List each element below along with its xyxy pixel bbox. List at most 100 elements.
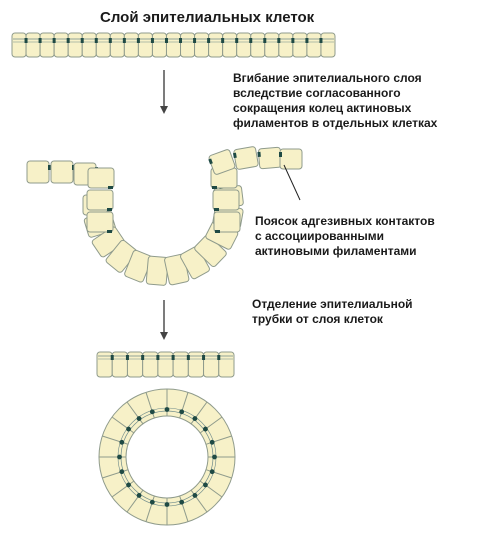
epithelial-tube xyxy=(98,388,236,526)
cell-body xyxy=(86,211,114,233)
epithelial-cell xyxy=(86,189,114,211)
adhesion-junction xyxy=(179,409,185,415)
epithelial-cell xyxy=(279,148,303,170)
adhesion-junction xyxy=(319,38,323,43)
epithelial-cell xyxy=(208,32,224,58)
epithelial-cell xyxy=(87,167,115,189)
adhesion-junction xyxy=(125,355,129,360)
adhesion-junction xyxy=(193,38,197,43)
epithelial-cell xyxy=(222,32,238,58)
flat-epithelial-sheet xyxy=(11,32,336,58)
adhesion-junction xyxy=(136,493,142,498)
epithelial-cell xyxy=(278,32,294,58)
epithelial-cell xyxy=(11,32,27,58)
cell-body xyxy=(212,189,240,211)
cell-body xyxy=(257,146,283,170)
adhesion-junction xyxy=(209,439,215,445)
epithelial-cell xyxy=(218,351,235,378)
epithelial-cell xyxy=(250,32,266,58)
diagram-title: Слой эпителиальных клеток xyxy=(100,9,315,26)
adhesion-junction xyxy=(203,482,208,488)
adhesion-junction xyxy=(108,38,112,43)
cell-body xyxy=(233,146,259,170)
adhesion-junction xyxy=(52,38,56,43)
epithelial-cell xyxy=(208,149,236,175)
adhesion-junction xyxy=(136,38,140,43)
epithelial-cell xyxy=(67,32,83,58)
adhesion-junction xyxy=(164,38,168,43)
adhesion-junction xyxy=(107,208,112,211)
adhesion-junction xyxy=(235,38,239,43)
adhesion-junction xyxy=(80,38,84,43)
adhesion-junction xyxy=(119,469,125,475)
epithelial-cell xyxy=(232,146,259,170)
invagination-caption: Вгибание эпителиального слоя вследствие … xyxy=(233,71,438,130)
epithelial-cell xyxy=(53,32,69,58)
epithelial-cell xyxy=(212,189,240,211)
epithelial-cell xyxy=(264,32,280,58)
adhesion-junction xyxy=(126,426,131,432)
adhesion-junction xyxy=(156,355,160,360)
adhesion-junction xyxy=(232,152,237,159)
adhesion-junction xyxy=(24,38,28,43)
adhesion-junction xyxy=(208,158,213,165)
epithelial-cell xyxy=(25,32,41,58)
invaginating-epithelium xyxy=(26,146,303,286)
adhesion-junction xyxy=(94,38,98,43)
epithelial-cell xyxy=(95,32,111,58)
adhesion-junction xyxy=(179,38,183,43)
adhesion-junction xyxy=(149,499,155,505)
epithelial-cell xyxy=(109,32,125,58)
arrow-down-icon xyxy=(160,106,168,114)
epithelial-cell xyxy=(320,32,336,58)
adhesion-junction xyxy=(164,502,170,507)
adhesion-junction xyxy=(212,454,217,460)
adhesion-junction xyxy=(107,230,112,233)
epithelial-cell xyxy=(306,32,322,58)
epithelial-cell xyxy=(26,160,51,184)
cell-body xyxy=(50,160,74,184)
epithelial-cell xyxy=(123,32,139,58)
epithelial-cell xyxy=(86,211,114,233)
adhesion-junction xyxy=(212,186,217,189)
cell-body xyxy=(86,189,114,211)
leader-line xyxy=(283,164,301,201)
adhesion-junction xyxy=(291,38,295,43)
adhesion-junction xyxy=(122,38,126,43)
adhesion-junction xyxy=(214,208,219,211)
adhesion-junction xyxy=(141,355,145,360)
adhesion-junction xyxy=(249,38,253,43)
adhesion-junction xyxy=(171,355,175,360)
adhesion-junction xyxy=(186,355,190,360)
arrow-down-icon xyxy=(160,332,168,340)
adhesion-junction xyxy=(192,416,198,421)
adhesion-junction xyxy=(217,355,221,360)
epithelial-cell xyxy=(292,32,308,58)
process-arrows xyxy=(160,70,168,340)
epithelial-cell xyxy=(236,32,252,58)
epithelial-cell xyxy=(137,32,153,58)
cell-body xyxy=(208,149,236,175)
adhesion-junction xyxy=(179,499,185,505)
adhesion-junction xyxy=(203,426,208,432)
adhesion-junction xyxy=(136,416,142,421)
adhesion-junction xyxy=(305,38,309,43)
adhesion-junction xyxy=(209,469,215,475)
epithelial-cell xyxy=(213,211,241,233)
adhesion-junction xyxy=(117,454,122,460)
epithelial-cell xyxy=(165,32,182,58)
adhesion-junction xyxy=(126,482,131,488)
adhesion-junction xyxy=(149,409,155,415)
epithelial-cell xyxy=(151,32,167,58)
epithelial-cell xyxy=(81,32,97,58)
adhesion-junction xyxy=(38,38,42,43)
remaining-epithelial-sheet xyxy=(96,351,235,378)
adhesion-junction xyxy=(110,355,114,360)
cell-body xyxy=(26,160,50,184)
adhesion-junction xyxy=(277,38,281,43)
adhesion-junction xyxy=(221,38,225,43)
adhesion-junction xyxy=(263,38,267,43)
adhesion-junction xyxy=(207,38,211,43)
epithelial-cell xyxy=(50,160,75,184)
